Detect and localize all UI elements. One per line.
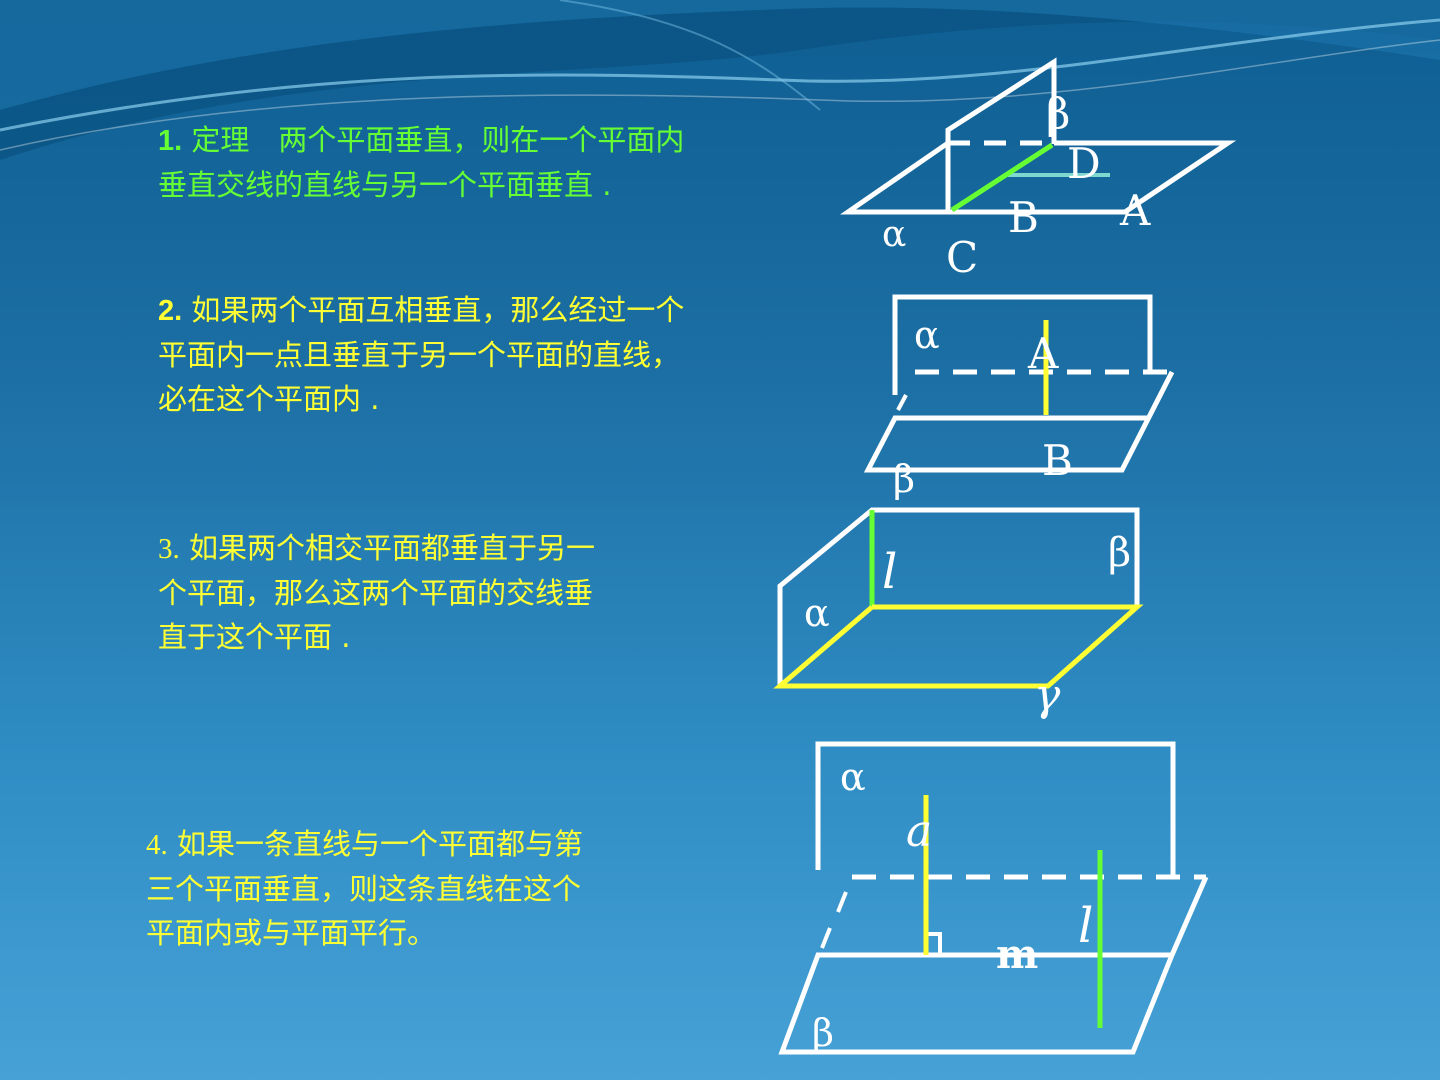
diagram-3-label-gamma: γ — [1034, 670, 1061, 721]
diagram-4-hidden-side-2 — [820, 927, 832, 949]
theorem-4-line-1: 如果一条直线与一个平面都与第 — [167, 827, 583, 861]
diagram-4-label-beta: β — [812, 1011, 834, 1055]
diagram-1-label-beta: β — [1046, 89, 1070, 138]
theorem-2-text: 2. 如果两个平面互相垂直，那么经过一个 平面内一点且垂直于另一个平面的直线， … — [158, 288, 684, 421]
diagram-3-label-alpha: α — [804, 591, 830, 635]
theorem-2-line-3: 必在这个平面内 . — [158, 382, 380, 416]
wave-decoration — [0, 0, 1440, 160]
diagram-4-plane-beta — [778, 876, 1209, 1055]
theorem-4-line-2: 三个平面垂直，则这条直线在这个 — [146, 872, 582, 906]
diagram-1-label-alpha: α — [882, 214, 906, 255]
diagram-4 — [778, 741, 1209, 1055]
diagram-2-hidden-side — [896, 394, 908, 411]
diagram-1-plane-beta — [945, 57, 1057, 212]
theorem-2-number: 2. — [158, 295, 183, 327]
diagram-2-plane-alpha — [892, 294, 1153, 395]
diagram-1-label-C: C — [946, 233, 978, 282]
diagram-1-label-B: B — [1008, 193, 1039, 242]
theorem-2-line-1: 如果两个平面互相垂直，那么经过一个 — [182, 293, 685, 327]
diagram-4-label-l: l — [1078, 898, 1093, 954]
diagram-3-planes-alpha-beta — [777, 507, 1140, 686]
theorem-4-text: 4. 如果一条直线与一个平面都与第 三个平面垂直，则这条直线在这个 平面内或与平… — [146, 822, 583, 955]
theorem-3-text: 3. 如果两个相交平面都垂直于另一 个平面，那么这两个平面的交线垂 直于这个平面… — [158, 526, 595, 659]
diagram-3-label-beta: β — [1108, 530, 1131, 576]
theorem-4-number: 4. — [146, 829, 168, 861]
diagram-4-label-alpha: α — [840, 755, 866, 799]
diagram-4-right-angle-mark — [928, 932, 942, 955]
diagram-4-hidden-side-1 — [836, 891, 848, 913]
diagram-1 — [839, 57, 1237, 215]
theorem-1-line-1: 定理 两个平面垂直，则在一个平面内 — [182, 123, 685, 157]
diagram-3 — [773, 507, 1144, 689]
theorem-3-line-3: 直于这个平面 . — [158, 620, 351, 654]
diagram-2-plane-beta — [863, 370, 1175, 473]
theorem-3-number: 3. — [158, 533, 180, 565]
diagram-1-plane-alpha — [839, 140, 1237, 215]
diagram-4-label-m: m — [996, 931, 1038, 978]
diagram-3-plane-gamma — [773, 604, 1144, 689]
diagram-4-plane-alpha — [815, 741, 1176, 877]
diagram-4-label-a: a — [906, 806, 932, 857]
diagram-2 — [863, 294, 1175, 473]
theorem-1-line-2: 垂直交线的直线与另一个平面垂直 . — [158, 168, 612, 202]
diagram-3-label-l: l — [882, 544, 897, 600]
diagram-2-label-B: B — [1042, 436, 1073, 485]
theorem-1-number: 1. — [158, 125, 183, 157]
diagram-1-label-A: A — [1119, 186, 1151, 235]
diagram-2-label-beta: β — [893, 457, 915, 501]
theorem-4-line-3: 平面内或与平面平行。 — [146, 916, 437, 950]
diagram-2-label-alpha: α — [914, 313, 940, 357]
theorem-2-line-2: 平面内一点且垂直于另一个平面的直线， — [158, 338, 681, 372]
diagram-2-label-A: A — [1027, 329, 1059, 378]
diagram-1-label-D: D — [1067, 139, 1101, 188]
theorem-3-line-2: 个平面，那么这两个平面的交线垂 — [158, 576, 594, 610]
theorem-3-line-1: 如果两个相交平面都垂直于另一 — [179, 531, 595, 565]
diagram-1-line-CD — [950, 142, 1054, 213]
theorem-1-text: 1. 定理 两个平面垂直，则在一个平面内 垂直交线的直线与另一个平面垂直 . — [158, 118, 684, 207]
